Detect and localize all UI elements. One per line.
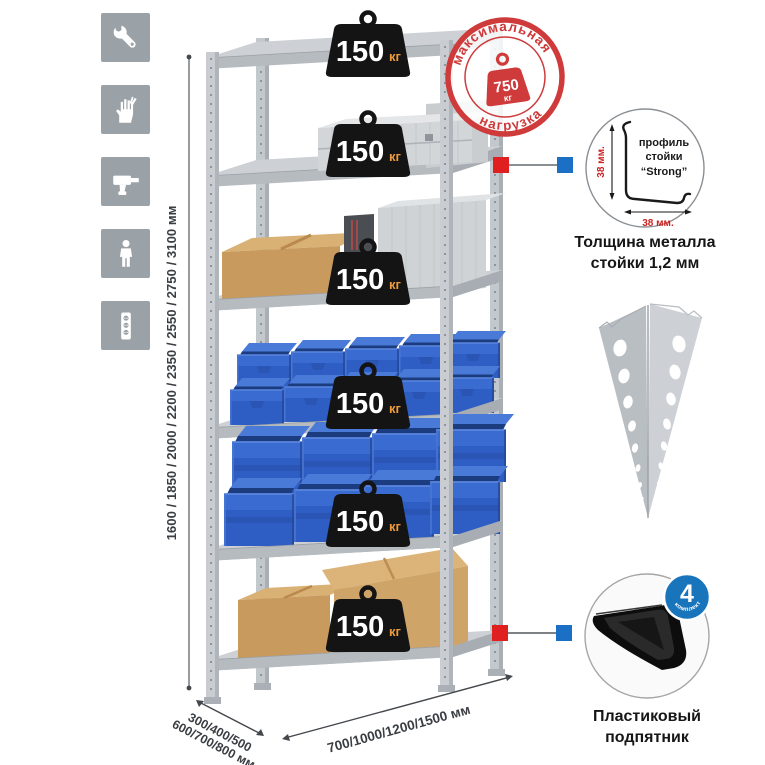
- corner-post-image: [598, 303, 703, 518]
- cardboard-box-bottom-left: [238, 583, 358, 663]
- foot-caption-1: Пластиковый: [593, 708, 701, 725]
- power-strip-icon: [101, 301, 150, 350]
- person-icon: [101, 229, 150, 278]
- aluminum-case-large: [378, 193, 506, 296]
- max-load-stamp: максимальная нагрузка 750 кг: [444, 12, 565, 137]
- profile-dim-vertical: 38 мм.: [596, 146, 607, 178]
- connector-top: [493, 157, 573, 173]
- width-dimension: 700/1000/1200/1500 мм: [282, 674, 513, 756]
- profile-label-1: профиль: [639, 137, 689, 149]
- drill-icon: [101, 157, 150, 206]
- profile-caption-1: Толщина металла: [574, 234, 715, 251]
- connector-bottom: [492, 625, 572, 641]
- height-dimension: 1600 / 1850 / 2000 / 2200 / 2350 / 2550 …: [164, 54, 192, 691]
- width-options: 700/1000/1200/1500 мм: [326, 702, 472, 756]
- count-badge-value: 4: [680, 580, 694, 608]
- front-right-post: [438, 40, 455, 692]
- stamp-unit: кг: [503, 92, 513, 103]
- profile-caption-2: стойки 1,2 мм: [591, 255, 700, 272]
- profile-dim-horizontal: 38 мм.: [642, 218, 674, 229]
- height-options: 1600 / 1850 / 2000 / 2200 / 2350 / 2550 …: [164, 206, 179, 541]
- stamp-value: 750: [493, 76, 520, 96]
- front-left-post: [204, 52, 221, 704]
- foot-caption-2: подпятник: [605, 729, 690, 746]
- wrench-icon: [101, 13, 150, 62]
- profile-label-2: стойки: [645, 151, 682, 163]
- dark-case: [344, 214, 374, 256]
- profile-label-3: “Strong”: [641, 166, 687, 178]
- plastic-foot-image: [592, 604, 687, 670]
- post-profile-detail: 38 мм. 38 мм. профиль стойки “Strong” То…: [574, 108, 716, 272]
- cardboard-box: [222, 232, 370, 306]
- gloves-icon: [101, 85, 150, 134]
- depth-dimension: 300/400/500 600/700/800 мм: [170, 700, 264, 765]
